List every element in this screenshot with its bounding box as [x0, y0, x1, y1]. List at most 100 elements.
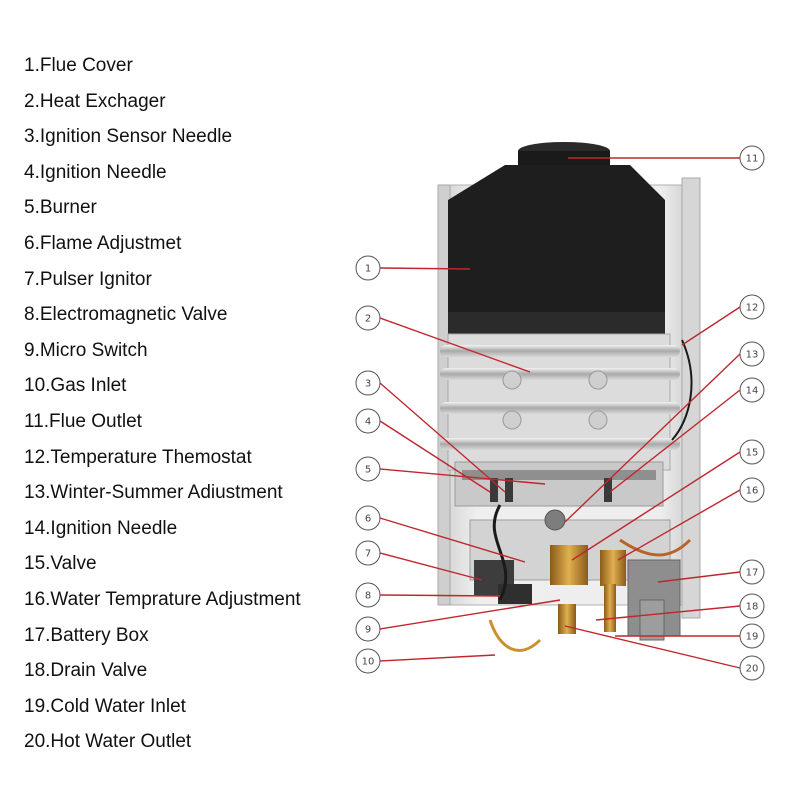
leader-line-20	[564, 625, 741, 669]
flue-cover	[448, 165, 665, 318]
flame-adjust-knob	[544, 509, 566, 531]
legend-item-12: 12.Temperature Themostat	[24, 446, 252, 468]
leader-line-3	[379, 382, 506, 493]
callout-circle-5	[355, 456, 381, 482]
wire-thermostat	[671, 339, 693, 441]
legend-item-10: 10.Gas Inlet	[24, 375, 127, 397]
wire-copper-2	[488, 619, 542, 652]
callout-circle-20	[739, 655, 765, 681]
brass-valve-right	[600, 550, 626, 586]
exchanger-vent-left	[502, 370, 522, 390]
callout-number-1: 1	[365, 264, 371, 275]
leader-line-6	[379, 517, 526, 563]
cold-water-inlet-fitting	[639, 599, 665, 641]
legend-item-16: 16.Water Temprature Adjustment	[24, 588, 301, 610]
callout-number-19: 19	[746, 632, 759, 643]
legend-item-2: 2.Heat Exchager	[24, 90, 166, 112]
legend-item-20: 20.Hot Water Outlet	[24, 731, 192, 753]
callout-circle-3	[355, 370, 381, 396]
legend-item-8: 8.Electromagnetic Valve	[24, 304, 228, 326]
parts-legend-list: 1.Flue Cover 2.Heat Exchager 3.Ignition Se…	[24, 53, 301, 765]
callout-number-20: 20	[746, 664, 759, 675]
callout-number-9: 9	[365, 625, 371, 636]
callout-number-8: 8	[365, 591, 371, 602]
legend-item-6: 6.Flame Adjustmet	[24, 232, 182, 254]
callout-number-15: 15	[746, 448, 759, 459]
leader-line-16	[617, 489, 741, 561]
exchanger-pipe-3	[440, 402, 680, 414]
callout-number-6: 6	[365, 514, 371, 525]
exchanger-pipe-4	[440, 438, 680, 450]
leader-line-5	[379, 468, 546, 485]
hot-water-outlet-fitting	[558, 604, 576, 634]
legend-item-4: 4.Ignition Needle	[24, 161, 167, 183]
exchanger-vent-left-2	[502, 410, 522, 430]
callout-number-2: 2	[365, 314, 371, 325]
exchanger-pipe-1	[440, 345, 680, 357]
ignition-needle-right	[604, 478, 612, 502]
callout-circle-4	[355, 408, 381, 434]
leader-line-2	[379, 317, 531, 373]
callout-circle-1	[355, 255, 381, 281]
callout-circle-10	[355, 648, 381, 674]
leader-line-10	[379, 654, 496, 662]
callout-number-12: 12	[746, 303, 759, 314]
callout-number-11: 11	[746, 154, 759, 165]
burner-strip	[462, 470, 656, 480]
callout-circle-19	[739, 623, 765, 649]
callout-circle-8	[355, 582, 381, 608]
leader-line-4	[379, 420, 491, 493]
legend-item-19: 19.Cold Water Inlet	[24, 695, 186, 717]
callout-circle-14	[739, 377, 765, 403]
callout-circle-9	[355, 616, 381, 642]
callout-number-18: 18	[746, 602, 759, 613]
flue-cover-base	[448, 312, 665, 334]
legend-item-1: 1.Flue Cover	[24, 55, 133, 76]
leader-line-12	[681, 306, 741, 346]
leader-line-17	[657, 571, 741, 583]
leader-line-13	[564, 353, 741, 523]
leader-line-15	[571, 451, 741, 561]
callout-circle-16	[739, 477, 765, 503]
callout-circle-6	[355, 505, 381, 531]
legend-item-9: 9.Micro Switch	[24, 339, 148, 361]
brass-pipe-down	[604, 584, 616, 632]
callout-number-7: 7	[365, 549, 371, 560]
wire-copper	[619, 538, 692, 557]
legend-item-13: 13.Winter-Summer Adiustment	[24, 482, 283, 504]
callout-circle-7	[355, 540, 381, 566]
legend-item-18: 18.Drain Valve	[24, 660, 148, 682]
callout-number-13: 13	[746, 350, 759, 361]
callout-number-3: 3	[365, 379, 371, 390]
leader-line-8	[379, 594, 501, 597]
callout-number-5: 5	[365, 465, 371, 476]
callout-circle-13	[739, 341, 765, 367]
callout-number-4: 4	[365, 417, 371, 428]
leader-line-7	[379, 552, 483, 581]
legend-item-11: 11.Flue Outlet	[24, 410, 142, 432]
callout-circle-11	[739, 145, 765, 171]
callout-number-16: 16	[746, 486, 759, 497]
callout-circle-15	[739, 439, 765, 465]
legend-item-15: 15.Valve	[24, 553, 97, 575]
leader-line-14	[609, 389, 741, 493]
ignition-needle-left	[490, 478, 498, 502]
legend-item-3: 3.Ignition Sensor Needle	[24, 126, 233, 148]
legend-item-17: 17.Battery Box	[24, 624, 149, 646]
callout-number-17: 17	[746, 568, 759, 579]
exchanger-vent-right-2	[588, 410, 608, 430]
electromagnetic-valve	[498, 584, 532, 604]
ignition-sensor-needle	[505, 478, 513, 502]
exchanger-vent-right	[588, 370, 608, 390]
callout-circle-12	[739, 294, 765, 320]
leader-line-1	[379, 267, 471, 270]
callout-number-10: 10	[362, 657, 375, 668]
callout-circle-18	[739, 593, 765, 619]
legend-item-14: 14.Ignition Needle	[24, 517, 178, 539]
burner-body	[454, 461, 664, 507]
callout-circle-17	[739, 559, 765, 585]
callout-circle-2	[355, 305, 381, 331]
legend-item-5: 5.Burner	[24, 197, 97, 219]
wire-black	[492, 504, 508, 601]
